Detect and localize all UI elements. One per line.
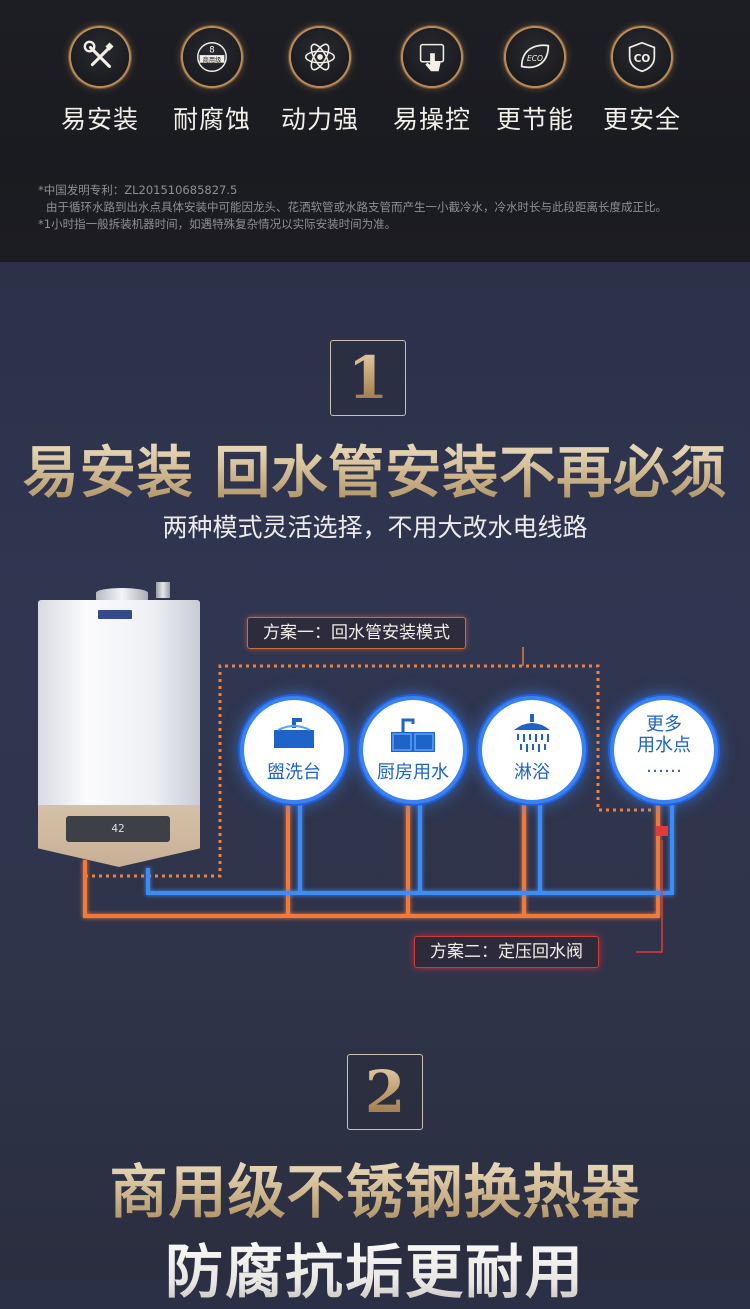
fixture-wash-basin: 盥洗台 bbox=[244, 700, 344, 800]
footnote-install-time: *1小时指一般拆装机器时间，如遇特殊复杂情况以实际安装时间为准。 bbox=[38, 217, 397, 231]
svg-text:8: 8 bbox=[209, 45, 214, 55]
touch-control-icon bbox=[403, 28, 461, 86]
feature-label: 更节能 bbox=[495, 105, 574, 134]
feature-strong-power: 动力强 bbox=[265, 28, 375, 136]
scheme-two-tag: 方案二：定压回水阀 bbox=[414, 936, 599, 968]
section-subline: 两种模式灵活选择，不用大改水电线路 bbox=[162, 513, 588, 542]
shower-head-icon bbox=[514, 714, 550, 752]
heater-display: 42 bbox=[66, 816, 170, 842]
heater-body bbox=[38, 600, 200, 805]
scheme-one-tag: 方案一：回水管安装模式 bbox=[247, 617, 466, 649]
heater-logo bbox=[98, 610, 132, 619]
commercial-grade-badge-icon: 8 商用级 bbox=[183, 28, 241, 86]
badge-text: 商用级 bbox=[203, 56, 221, 64]
svg-text:ECO: ECO bbox=[527, 54, 543, 63]
eco-leaf-icon: ECO bbox=[506, 28, 564, 86]
kitchen-sink-icon bbox=[391, 718, 435, 752]
svg-text:CO: CO bbox=[634, 53, 651, 65]
fixture-label: 更多 用水点 …… bbox=[637, 714, 691, 777]
feature-energy-saving: ECO 更节能 bbox=[480, 28, 590, 136]
water-heater: 42 bbox=[38, 582, 200, 867]
fixture-label: 盥洗台 bbox=[267, 762, 321, 783]
heater-flue-pipe bbox=[156, 582, 170, 598]
footnotes: *中国发明专利：ZL201510685827.5 由于循环水路到出水点具体安装中… bbox=[38, 182, 728, 233]
feature-label: 易操控 bbox=[392, 105, 471, 134]
section-headline-2: 商用级不锈钢换热器 bbox=[0, 1145, 750, 1229]
section-number: 1 bbox=[347, 344, 389, 412]
atom-icon bbox=[291, 28, 349, 86]
section-headline: 易安装 回水管安装不再必须 bbox=[0, 428, 750, 509]
feature-label: 更安全 bbox=[602, 105, 681, 134]
feature-label: 动力强 bbox=[280, 105, 359, 134]
wrench-screwdriver-icon bbox=[71, 28, 129, 86]
co-safety-icon: CO bbox=[613, 28, 671, 86]
section-number-box: 1 bbox=[330, 340, 406, 416]
feature-corrosion-resist: 8 商用级 耐腐蚀 bbox=[157, 28, 267, 136]
section-number-box-2: 2 bbox=[347, 1054, 423, 1130]
section-number: 2 bbox=[364, 1058, 406, 1126]
footnote-patent: *中国发明专利：ZL201510685827.5 bbox=[38, 183, 238, 197]
section-headline-2b: 防腐抗垢更耐用 bbox=[0, 1225, 750, 1309]
footnote-explanation: 由于循环水路到出水点具体安装中可能因龙头、花洒软管或水路支管而产生一小截冷水，冷… bbox=[46, 200, 667, 214]
feature-easy-control: 易操控 bbox=[377, 28, 487, 136]
fixture-shower: 淋浴 bbox=[482, 700, 582, 800]
feature-label: 易安装 bbox=[60, 105, 139, 134]
feature-safer: CO 更安全 bbox=[587, 28, 697, 136]
feature-band: 易安装 8 商用级 耐腐蚀 动力强 bbox=[0, 0, 750, 262]
feature-easy-install: 易安装 bbox=[45, 28, 155, 136]
wash-basin-icon bbox=[274, 718, 314, 748]
fixture-kitchen: 厨房用水 bbox=[363, 700, 463, 800]
fixture-label: 淋浴 bbox=[514, 762, 550, 783]
feature-label: 耐腐蚀 bbox=[172, 105, 251, 134]
fixture-label: 厨房用水 bbox=[377, 762, 449, 783]
fixture-more: 更多 用水点 …… bbox=[614, 700, 714, 800]
